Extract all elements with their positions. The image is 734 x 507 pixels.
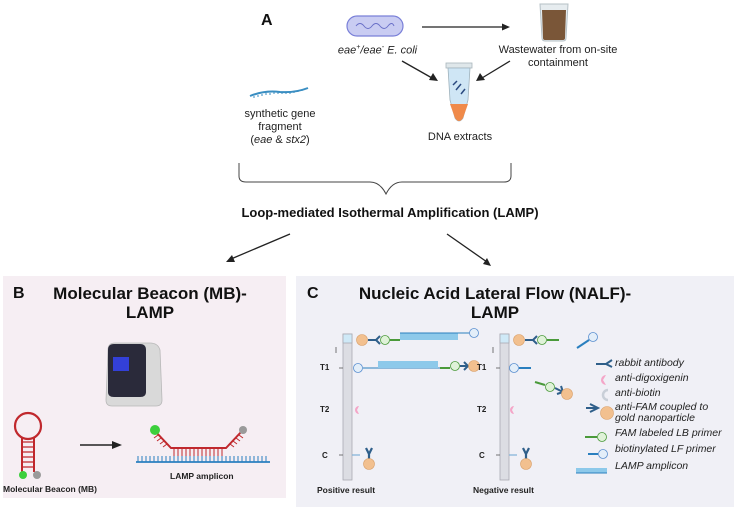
legend-item-fam-lb: FAM labeled LB primer [615,427,722,439]
beacon-label: Molecular Beacon (MB) [3,484,97,494]
lamp-amplicon-legend-icon [576,468,607,474]
biotin-lf-primer-icon [588,449,608,459]
legend-item-biotin-lf: biotinylated LF primer [615,443,716,455]
legend-item-anti-digoxigenin: anti-digoxigenin [615,372,689,384]
arrow-beacon-to-amplicon [80,441,122,449]
ecoli-label: eae+/eae- E. coli [337,44,418,57]
dna-extracts-label: DNA extracts [427,131,493,143]
legend-item-anti-biotin: anti-biotin [615,387,661,399]
arrow-ecoli-to-tube [401,60,438,81]
lamp-amplicon-icon [136,456,270,463]
bound-beacon-icon [150,425,247,456]
anti-biotin-icon [601,388,609,402]
negative-t2-label: T2 [477,405,487,414]
rabbit-antibody-icon [596,359,613,368]
positive-strip [335,328,480,481]
negative-result-label: Negative result [473,485,534,495]
arrow-ecoli-to-wastewater [422,23,510,31]
legend-item-rabbit-antibody: rabbit antibody [615,357,684,369]
legend-icons [576,359,614,474]
arrow-to-panel-c [446,233,491,266]
legend-item-lamp-amplicon: LAMP amplicon [615,460,689,472]
brace-icon [238,163,512,196]
synthetic-gene-fragment-icon [249,87,309,98]
anti-digoxigenin-icon [601,375,606,385]
panel-c-letter: C [307,285,319,302]
positive-t1-label: T1 [320,363,330,372]
lamp-instrument-icon [105,342,163,407]
negative-t1-label: T1 [477,363,487,372]
legend: rabbit antibody anti-digoxigenin anti-bi… [615,357,734,475]
negative-c-label: C [479,451,485,460]
panel-a-letter: A [261,12,273,29]
positive-result-label: Positive result [317,485,376,495]
positive-t2-label: T2 [320,405,330,414]
legend-item-anti-fam: anti-FAM coupled to [615,401,709,413]
wastewater-label: Wastewater from on-site containment [498,44,618,69]
legend-item-anti-fam-2: gold nanoparticle [615,412,695,424]
lamp-title: Loop-mediated Isothermal Amplification (… [241,205,539,220]
ecoli-icon [346,15,404,37]
amplicon-label: LAMP amplicon [170,471,234,481]
panel-c-title: Nucleic Acid Lateral Flow (NALF)- LAMP [358,284,632,322]
arrow-wastewater-to-tube [476,60,511,81]
panel-b-letter: B [13,285,25,302]
molecular-beacon-icon [13,411,43,479]
wastewater-beaker-icon [539,3,569,42]
fam-lb-primer-icon [585,432,607,442]
gene-fragment-label: synthetic gene fragment (eae & stx2) [244,108,316,146]
dna-extract-tube-icon [445,62,473,122]
anti-fam-gold-icon [586,403,614,420]
arrow-to-panel-b [226,233,291,262]
panel-b-title: Molecular Beacon (MB)- LAMP [53,284,247,322]
negative-strip [492,332,598,481]
positive-c-label: C [322,451,328,460]
